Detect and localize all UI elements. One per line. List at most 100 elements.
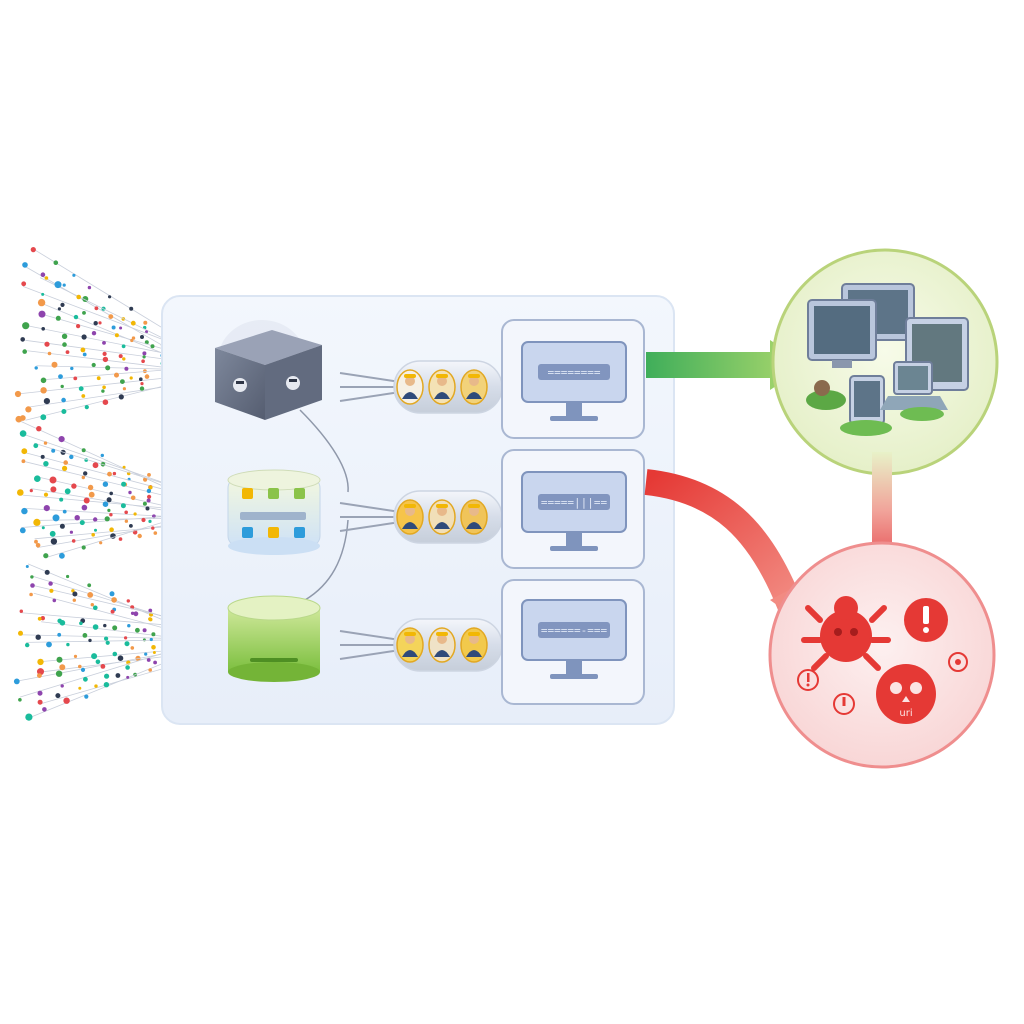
data-particle: [80, 667, 86, 673]
virus-icon: [801, 596, 891, 671]
data-particle: [49, 588, 54, 593]
data-particle: [109, 491, 113, 496]
data-particle: [37, 673, 42, 678]
data-particle: [81, 545, 86, 550]
data-particle: [37, 699, 43, 705]
data-particle: [36, 426, 42, 432]
data-particle: [59, 523, 65, 529]
data-particle: [124, 641, 130, 647]
data-particle: [111, 325, 116, 330]
data-particle: [124, 366, 129, 371]
data-particle: [91, 362, 96, 368]
data-particle: [34, 539, 38, 544]
data-particle: [21, 507, 28, 515]
data-particle: [60, 684, 64, 688]
data-particle: [152, 651, 156, 654]
data-particle: [40, 387, 47, 394]
data-particle: [146, 498, 151, 503]
data-particle: [109, 527, 114, 532]
data-particle: [59, 552, 65, 559]
data-particle: [106, 497, 112, 503]
data-particle: [43, 505, 50, 512]
data-particle: [87, 592, 94, 598]
data-particle: [145, 506, 150, 511]
data-particle: [142, 501, 147, 506]
data-particle: [81, 448, 86, 453]
data-particle: [43, 461, 49, 467]
database-grid-icon: [227, 469, 321, 555]
data-particle: [57, 307, 62, 311]
data-particle: [33, 443, 39, 449]
data-particle: [137, 533, 142, 539]
data-particle: [133, 611, 139, 617]
data-particle: [112, 625, 118, 631]
monitor-label-row-3: ======-===: [541, 624, 608, 637]
data-particle: [139, 386, 145, 391]
data-particle: [109, 591, 115, 597]
data-particle: [104, 636, 109, 641]
monitor-row-2: =====|||==: [501, 449, 645, 569]
worker-avatar-icon: [460, 499, 488, 535]
data-particle: [79, 520, 85, 526]
data-particle: [141, 517, 146, 523]
data-particle: [88, 638, 92, 643]
data-particle: [120, 503, 126, 509]
data-particle: [72, 591, 78, 597]
data-particle: [148, 608, 153, 613]
connector-line: [339, 521, 397, 532]
data-particle: [87, 484, 94, 491]
data-particle: [93, 321, 98, 326]
data-particle: [94, 306, 99, 311]
data-particle: [37, 658, 44, 666]
data-particle: [121, 481, 127, 487]
data-particle: [148, 668, 152, 672]
data-particle: [101, 389, 105, 393]
data-particle: [19, 527, 26, 534]
data-particle: [82, 311, 86, 315]
data-particle: [102, 481, 109, 487]
data-particle: [40, 616, 45, 621]
data-particle: [61, 333, 68, 339]
data-particle: [146, 658, 151, 662]
data-particle: [140, 382, 144, 386]
data-particle: [87, 583, 92, 588]
data-particle: [82, 352, 87, 357]
data-particle: [130, 611, 135, 615]
data-particle: [115, 673, 121, 678]
data-particle: [117, 655, 124, 661]
data-particle: [48, 581, 53, 586]
data-particle: [44, 341, 50, 347]
data-particle: [104, 516, 110, 522]
data-particle: [125, 665, 130, 670]
data-particle: [19, 430, 27, 437]
data-particle: [141, 359, 145, 364]
data-particle: [92, 462, 99, 469]
data-particle: [56, 656, 63, 663]
data-particle: [118, 394, 124, 400]
alert-small-icon: [797, 669, 819, 691]
data-particle: [130, 646, 135, 650]
data-particle: [130, 495, 136, 501]
data-particle: [109, 513, 113, 517]
data-particle: [29, 489, 33, 493]
data-particle: [148, 519, 152, 524]
data-particle: [18, 698, 22, 702]
data-particle: [96, 376, 101, 381]
data-particle: [144, 374, 150, 379]
data-particle: [121, 344, 126, 349]
data-particle: [102, 501, 109, 508]
data-particle: [43, 553, 49, 559]
data-particle: [22, 349, 28, 354]
data-particle: [148, 617, 153, 622]
data-particle: [118, 537, 123, 541]
data-particle: [60, 384, 64, 389]
skull-badge-text: uri: [899, 708, 912, 719]
data-particle: [34, 366, 38, 370]
monitor-label-row-2: =====|||==: [541, 496, 608, 509]
data-particle: [61, 397, 66, 403]
data-particle: [150, 344, 155, 349]
data-particle: [69, 454, 74, 460]
data-particle: [144, 652, 148, 656]
skull-icon: uri: [876, 664, 936, 724]
data-particle: [73, 314, 79, 320]
